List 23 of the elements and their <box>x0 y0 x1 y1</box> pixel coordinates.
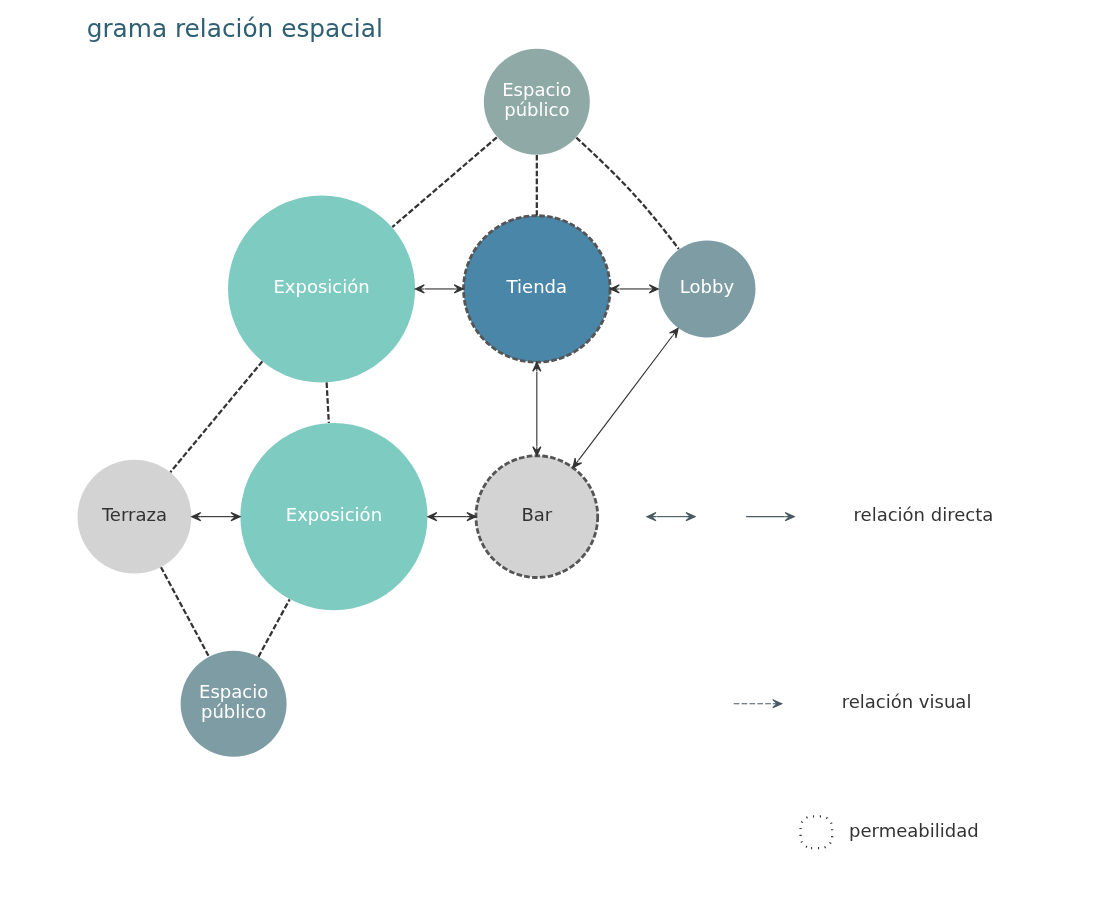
legend-label: permeabilidad <box>849 819 979 841</box>
connector <box>257 598 291 658</box>
arrow <box>191 512 241 522</box>
node-circle: Espacio público <box>483 48 590 155</box>
connector <box>169 360 264 473</box>
node-circle: Tienda <box>462 214 612 364</box>
connector <box>325 382 330 423</box>
legend-label: relación visual <box>841 691 972 713</box>
arrow <box>532 361 542 457</box>
arrow <box>427 512 477 522</box>
legend-label: relación directa <box>853 503 994 525</box>
node-circle: Espacio público <box>180 650 287 757</box>
arrow <box>609 284 659 294</box>
arrow <box>572 327 679 469</box>
connector <box>535 154 538 216</box>
arrow <box>414 284 464 294</box>
connector <box>160 566 210 658</box>
node-circle: Exposición <box>228 195 416 383</box>
node-circle: Exposición <box>240 423 428 611</box>
connector <box>391 136 498 228</box>
connector <box>575 136 680 250</box>
diagram-title: grama relación espacial <box>86 14 383 44</box>
node-circle: Terraza <box>77 459 192 574</box>
